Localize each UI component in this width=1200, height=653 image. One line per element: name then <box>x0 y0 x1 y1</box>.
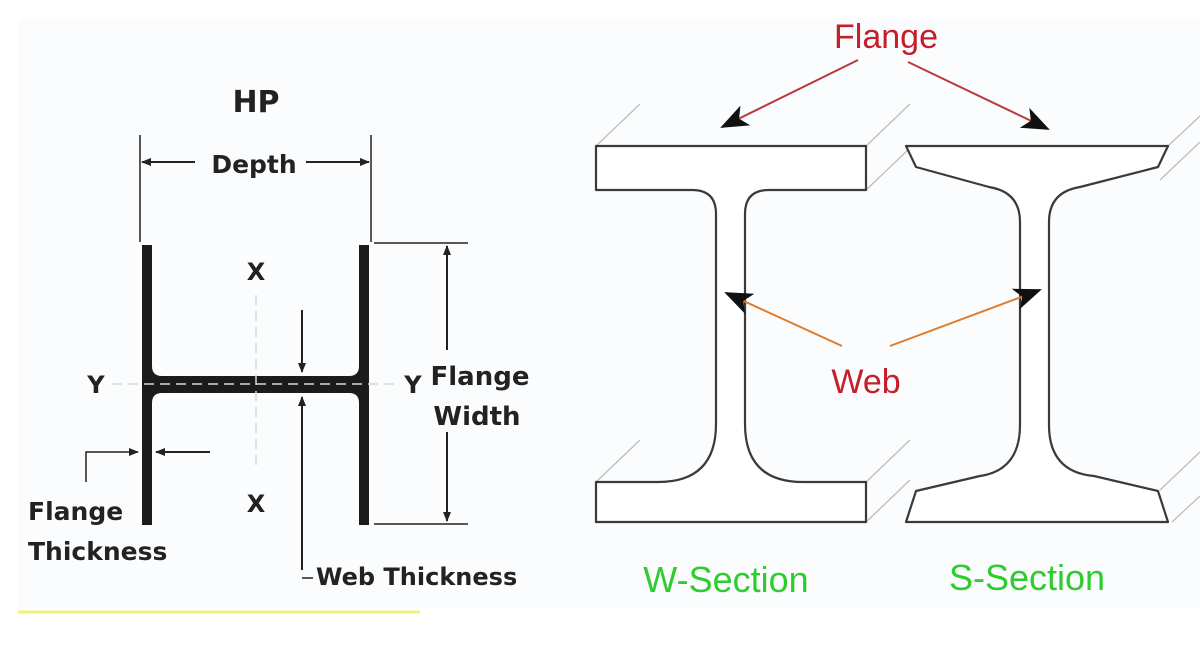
x-axis-label-bottom: X <box>247 490 266 518</box>
flange-width-label-line1: Flange <box>431 362 530 392</box>
hp-title: HP <box>232 85 279 120</box>
s-section-perspective-lines <box>1159 115 1200 523</box>
w-section-perspective-lines <box>595 103 911 523</box>
y-axis-label-left: Y <box>86 371 105 399</box>
s-section-label: S-Section <box>949 557 1105 598</box>
flange-thickness-label-line1: Flange <box>28 497 123 526</box>
w-s-sections-diagram: Flange Web W-Section S-Section <box>594 18 1200 600</box>
web-callout-label: Web <box>831 363 900 401</box>
flange-thickness-arrow-left <box>85 448 139 482</box>
w-section-label: W-Section <box>643 559 808 600</box>
depth-label: Depth <box>211 150 296 179</box>
flange-arrow-w <box>720 59 859 128</box>
web-arrow-w <box>724 292 843 347</box>
x-axis-label-top: X <box>247 258 266 286</box>
flange-arrow-s <box>907 61 1050 130</box>
y-axis-label-right: Y <box>403 371 422 399</box>
web-thickness-label: Web Thickness <box>316 563 517 591</box>
flange-thickness-label-line2: Thickness <box>28 537 167 566</box>
hp-section-diagram: HP Depth X X Y Y Flange Width Flange Thi… <box>28 85 529 591</box>
w-section-shape <box>594 144 868 524</box>
flange-callout-label: Flange <box>834 18 938 56</box>
s-section-shape <box>904 144 1170 524</box>
web-arrow-s <box>889 288 1042 347</box>
flange-width-label-line2: Width <box>433 402 520 432</box>
